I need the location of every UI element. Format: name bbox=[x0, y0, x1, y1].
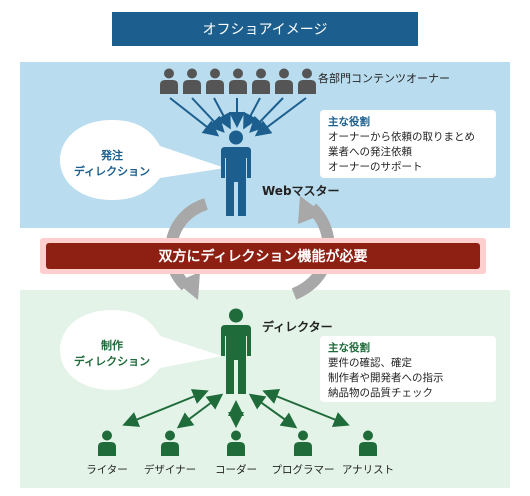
bottom-role-title: 主な役割 bbox=[328, 342, 370, 354]
bottom-role-item: 要件の確認、確定 bbox=[328, 357, 412, 369]
team-label-programmer: プログラマー bbox=[271, 464, 335, 476]
director-label: ディレクター bbox=[262, 320, 333, 334]
team-label-designer: デザイナー bbox=[143, 464, 197, 476]
top-role-item: 業者への発注依頼 bbox=[328, 146, 412, 158]
top-bubble-line2: ディレクション bbox=[73, 165, 151, 178]
top-speech-bubble bbox=[60, 120, 225, 200]
owner-person-icon bbox=[275, 68, 293, 94]
team-label-analyst: アナリスト bbox=[341, 464, 395, 476]
owner-arrows bbox=[169, 97, 307, 137]
bottom-role-box: 主な役割 要件の確認、確定 制作者や開発者への指示 納品物の品質チェック bbox=[320, 336, 496, 402]
owner-icons bbox=[160, 68, 316, 94]
owner-person-icon bbox=[160, 68, 178, 94]
writer-person-icon bbox=[98, 430, 116, 456]
banner-text: 双方にディレクション機能が必要 bbox=[46, 243, 480, 269]
top-bubble-line1: 発注 bbox=[101, 149, 123, 162]
team-arrows bbox=[122, 389, 350, 429]
owner-person-icon bbox=[252, 68, 270, 94]
page-title: オフショアイメージ bbox=[112, 12, 418, 46]
director-person-icon bbox=[221, 308, 251, 394]
owner-person-icon bbox=[206, 68, 224, 94]
analyst-person-icon bbox=[359, 430, 377, 456]
designer-person-icon bbox=[161, 430, 179, 456]
top-role-title: 主な役割 bbox=[328, 116, 370, 128]
webmaster-label: Webマスター bbox=[262, 184, 340, 198]
owner-person-icon bbox=[229, 68, 247, 94]
owner-person-icon bbox=[298, 68, 316, 94]
bottom-speech-bubble bbox=[60, 310, 222, 390]
bottom-bubble-line1: 制作 bbox=[101, 339, 123, 352]
top-bubble-text: 発注 ディレクション bbox=[70, 148, 154, 180]
bottom-bubble-text: 制作 ディレクション bbox=[70, 338, 154, 370]
team-label-coder: コーダー bbox=[215, 464, 257, 476]
owners-label: 各部門コンテンツオーナー bbox=[318, 72, 450, 85]
team-label-writer: ライター bbox=[86, 464, 128, 476]
bottom-role-item: 納品物の品質チェック bbox=[328, 387, 433, 399]
owner-person-icon bbox=[183, 68, 201, 94]
webmaster-person-icon bbox=[221, 130, 251, 216]
bottom-bubble-line2: ディレクション bbox=[73, 355, 151, 368]
coder-person-icon bbox=[227, 430, 245, 456]
bottom-role-item: 制作者や開発者への指示 bbox=[328, 372, 444, 384]
team-icons bbox=[98, 430, 377, 456]
top-role-item: オーナーのサポート bbox=[328, 161, 423, 173]
programmer-person-icon bbox=[294, 430, 312, 456]
top-role-box: 主な役割 オーナーから依頼の取りまとめ 業者への発注依頼 オーナーのサポート bbox=[320, 110, 496, 178]
top-role-item: オーナーから依頼の取りまとめ bbox=[328, 131, 475, 143]
